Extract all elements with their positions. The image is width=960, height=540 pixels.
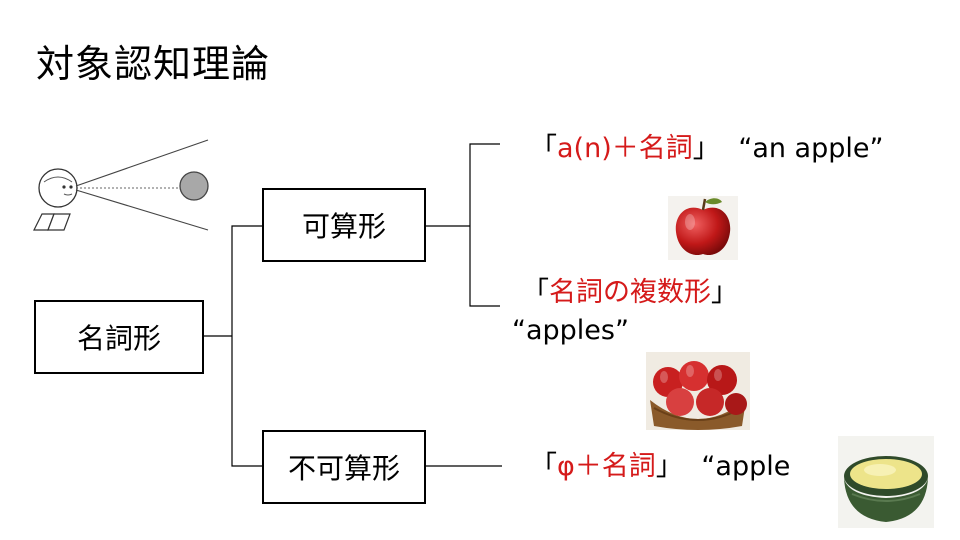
label-plural-open: 「: [522, 277, 549, 308]
label-singular: 「a(n)＋名詞」 “an apple”: [530, 132, 883, 166]
label-plural-example: “apples”: [512, 315, 629, 346]
node-uncountable: 不可算形: [262, 430, 426, 504]
applesauce-bowl-image: [838, 436, 934, 528]
viewer-perception-illustration: [33, 139, 209, 231]
label-plural-pattern: 名詞の複数形: [549, 277, 711, 308]
label-mass-open: 「: [530, 451, 557, 482]
viewer-head-icon: [38, 168, 78, 208]
label-mass-example: “apple: [701, 451, 791, 482]
label-mass-close: 」: [655, 451, 683, 482]
basket-of-apples-image: [646, 352, 750, 430]
node-noun-form: 名詞形: [34, 300, 204, 374]
connector-countable-singular: [469, 143, 500, 226]
page-title: 対象認知理論: [36, 42, 271, 86]
label-plural-close: 」: [711, 277, 738, 308]
connector-countable-plural: [469, 226, 500, 307]
connector-root-uncountable: [231, 336, 262, 467]
connector-root-countable: [231, 225, 262, 336]
single-apple-image: [668, 196, 738, 260]
node-countable: 可算形: [262, 188, 426, 262]
label-singular-pattern: a(n)＋名詞: [557, 133, 693, 164]
label-singular-open: 「: [530, 133, 557, 164]
label-singular-close: 」: [692, 133, 720, 164]
book-icon: [33, 213, 71, 231]
label-plural: 「名詞の複数形」: [522, 276, 738, 310]
label-mass-pattern: φ＋名詞: [557, 451, 656, 482]
label-singular-example: “an apple”: [738, 133, 884, 164]
line-of-sight: [75, 139, 209, 231]
perceived-object-icon: [179, 171, 209, 201]
label-mass: 「φ＋名詞」 “apple: [530, 450, 790, 484]
